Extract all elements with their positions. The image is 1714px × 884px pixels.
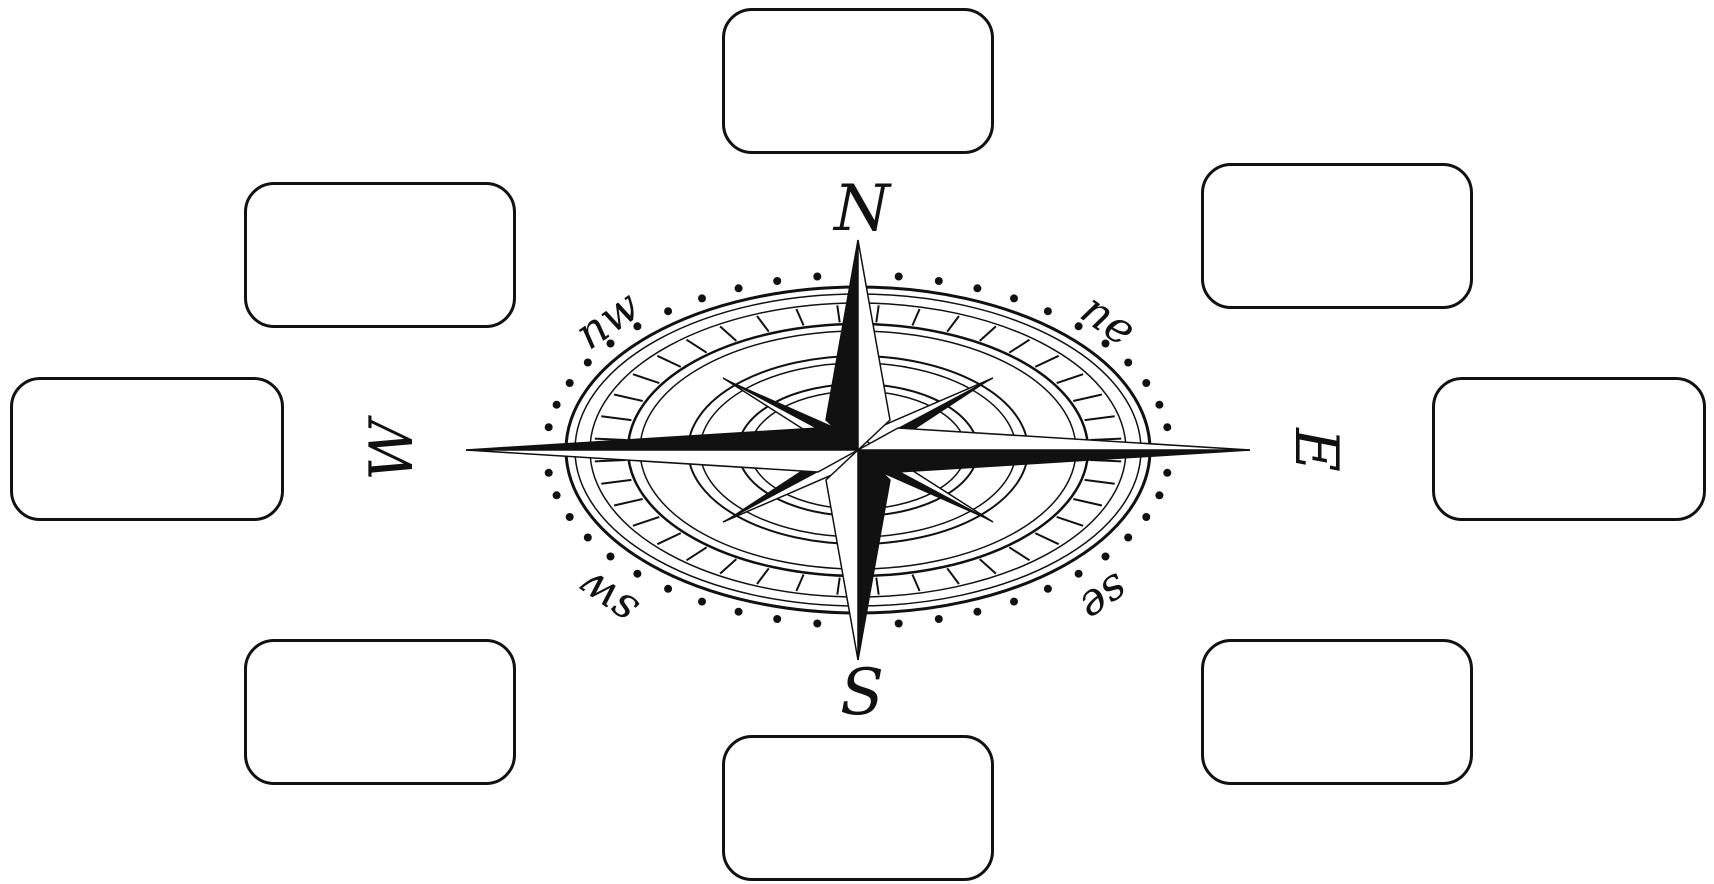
compass-tick [912, 309, 919, 326]
compass-dot [935, 277, 943, 285]
compass-dot [1163, 469, 1171, 477]
compass-dot [1142, 379, 1150, 387]
compass-tick [1009, 547, 1029, 560]
compass-dot [973, 608, 981, 616]
compass-dot [545, 423, 553, 431]
compass-dot [584, 534, 592, 542]
compass-dot [698, 598, 706, 606]
compass-dot [553, 401, 561, 409]
compass-dot [1163, 423, 1171, 431]
compass-dot [973, 284, 981, 292]
compass-dot [895, 620, 903, 628]
compass-dot [813, 620, 821, 628]
compass-tick [657, 533, 681, 544]
compass-tick [1073, 395, 1102, 402]
compass-dot [1075, 570, 1083, 578]
compass-dot [1124, 534, 1132, 542]
compass-dot [584, 359, 592, 367]
compass-dot [773, 277, 781, 285]
compass-tick [1035, 533, 1059, 544]
compass-tick [757, 316, 769, 332]
compass-tick [720, 559, 736, 574]
compass-tick [947, 568, 959, 584]
compass-dot [773, 615, 781, 623]
compass-tick [687, 340, 707, 353]
compass-tick [796, 309, 803, 326]
compass-dot [545, 469, 553, 477]
compass-dot [1010, 294, 1018, 302]
compass-tick [657, 356, 681, 367]
compass-tick [876, 578, 878, 595]
compass-dot [735, 284, 743, 292]
compass-dot [607, 553, 615, 561]
north-label: N [832, 172, 892, 246]
compass-tick [1057, 517, 1083, 526]
compass-dot [735, 608, 743, 616]
east-label: E [1281, 427, 1351, 472]
compass-tick [601, 480, 631, 484]
compass-tick [633, 517, 659, 526]
compass-dot [1010, 598, 1018, 606]
compass-dot [566, 379, 574, 387]
compass-dot [1142, 513, 1150, 521]
compass-tick [837, 578, 839, 595]
compass-tick [614, 395, 643, 402]
compass-tick [1085, 480, 1115, 484]
west-label: W [357, 415, 427, 481]
compass-tick [980, 326, 996, 341]
compass-tick [601, 416, 631, 420]
compass-dot [1102, 553, 1110, 561]
compass-dot [1044, 307, 1052, 315]
compass-tick [947, 316, 959, 332]
compass-dot [664, 585, 672, 593]
compass-tick [796, 575, 803, 592]
compass-dot [1155, 491, 1163, 499]
compass-dot [813, 273, 821, 281]
compass-tick [1035, 356, 1059, 367]
compass-dot [895, 273, 903, 281]
compass-tick [1009, 340, 1029, 353]
compass-dot [633, 570, 641, 578]
compass-tick [837, 305, 839, 322]
compass-dot [1155, 401, 1163, 409]
compass-tick [980, 559, 996, 574]
compass-dot [1044, 585, 1052, 593]
compass-dot [664, 307, 672, 315]
compass-dot [553, 491, 561, 499]
south-label: S [840, 656, 884, 730]
compass-tick [876, 305, 878, 322]
compass-dot [566, 513, 574, 521]
compass-dot [698, 294, 706, 302]
northwest-label: nw [566, 280, 649, 360]
compass-tick [1057, 374, 1083, 383]
compass-tick [687, 547, 707, 560]
compass-dot [935, 615, 943, 623]
compass-tick [757, 568, 769, 584]
compass-tick [720, 326, 736, 341]
compass-tick [614, 499, 643, 506]
compass-tick [912, 575, 919, 592]
compass-dot [1124, 359, 1132, 367]
compass-tick [633, 374, 659, 383]
compass-tick [1085, 416, 1115, 420]
compass-tick [1073, 499, 1102, 506]
